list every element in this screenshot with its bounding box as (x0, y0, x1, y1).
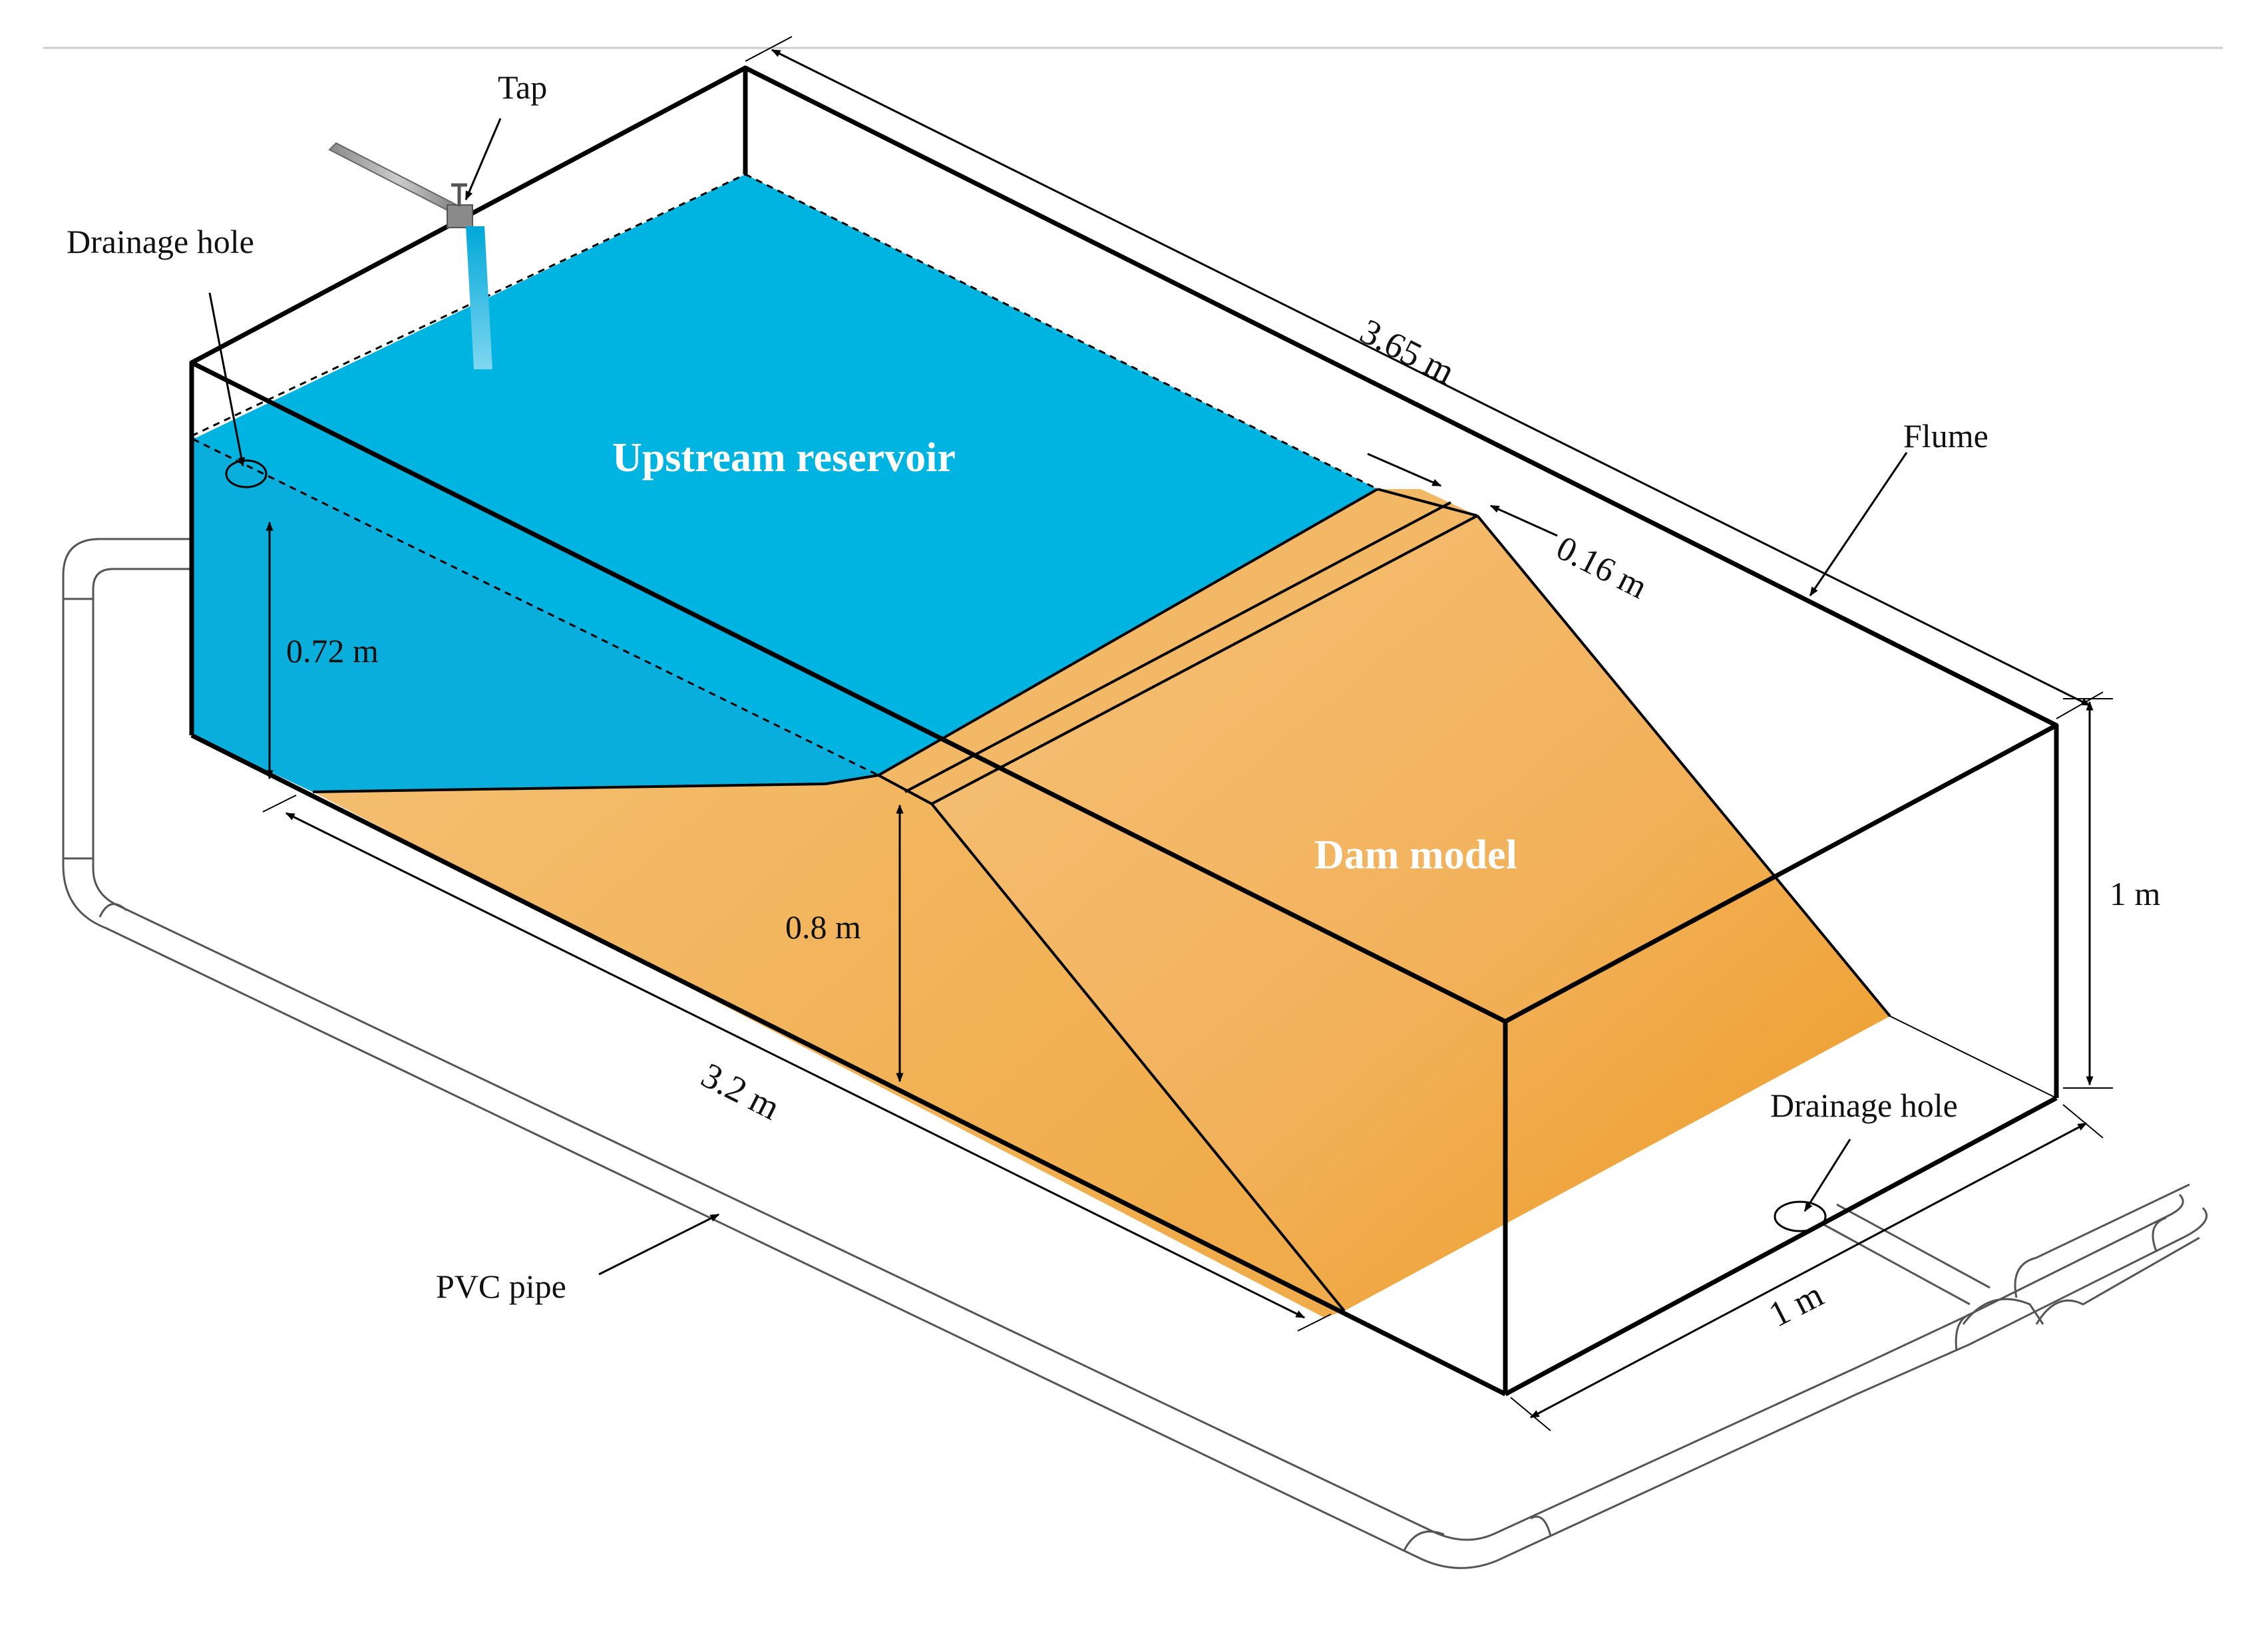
tap-pointer (465, 118, 502, 201)
drainage-hole-left-label: Drainage hole (67, 223, 254, 260)
tap-icon (328, 142, 492, 369)
flume-label: Flume (1903, 417, 1988, 455)
drainage-hole-right-label: Drainage hole (1770, 1087, 1958, 1124)
flume-back-edges (1889, 1015, 2057, 1099)
water-depth-label: 0.72 m (286, 632, 379, 669)
upstream-reservoir-label: Upstream reservoir (612, 435, 956, 480)
water-body (192, 436, 878, 792)
dam-model-label: Dam model (1314, 832, 1517, 878)
dim-line-dam-length (285, 812, 1306, 1319)
dam-height-label: 0.8 m (785, 908, 861, 946)
tap-water-stream (466, 226, 492, 369)
pvc-pipe-pointer (598, 1213, 720, 1276)
drainage-hole-left-icon (225, 459, 268, 488)
dim-line-flume-width (1529, 1122, 2088, 1419)
dam-downstream-slope (932, 516, 1890, 1311)
dimension-lines (262, 36, 2113, 1431)
flume-width-label: 1 m (1762, 1274, 1829, 1335)
crest-width-label: 0.16 m (1551, 529, 1654, 606)
dim-line-flume-length (771, 49, 2091, 707)
tap-label: Tap (498, 69, 547, 106)
drainage-right-pointer (1803, 1139, 1851, 1212)
dim-line-crest-width (1367, 453, 1442, 487)
drainage-hole-right-icon (1774, 1200, 1827, 1232)
dam-length-label: 3.2 m (695, 1055, 787, 1127)
pvc-pipe-label: PVC pipe (436, 1268, 566, 1305)
dim-line-crest-width-b (1489, 504, 1558, 537)
drainage-left-pointer (208, 292, 246, 467)
flume-height-label: 1 m (2110, 875, 2161, 912)
